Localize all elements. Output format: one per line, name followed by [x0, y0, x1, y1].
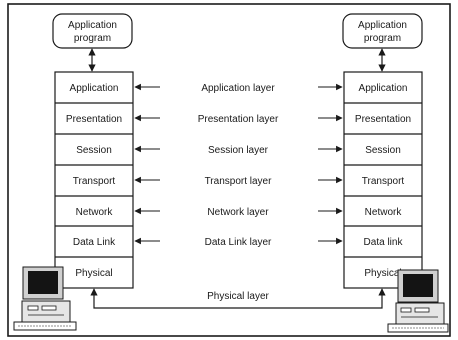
right-layer-network: Network	[365, 207, 403, 218]
right-application-program-box	[342, 13, 423, 49]
right-application-program-line-1: Application	[358, 20, 407, 31]
protocol-label-transport: Transport layer	[205, 176, 273, 187]
right-stack-frame	[343, 71, 423, 289]
protocol-label-data-link: Data Link layer	[205, 237, 272, 248]
left-application-program-line-2: program	[74, 33, 111, 44]
right-computer-icon	[387, 269, 449, 333]
right-layer-presentation: Presentation	[355, 114, 411, 125]
left-layer-transport: Transport	[73, 176, 116, 187]
right-layer-data-link: Data link	[364, 237, 404, 248]
diagram-border	[7, 3, 451, 337]
left-application-program-line-1: Application	[68, 20, 117, 31]
protocol-label-presentation: Presentation layer	[198, 114, 279, 125]
left-layer-stack: Application Presentation Session Transpo…	[54, 71, 134, 289]
right-layer-application: Application	[359, 83, 408, 94]
left-layer-session: Session	[76, 145, 112, 156]
protocol-label-network: Network layer	[207, 207, 269, 218]
left-stack-frame	[54, 71, 134, 289]
left-computer-icon	[13, 266, 77, 331]
left-layer-application: Application	[70, 83, 119, 94]
left-layer-network: Network	[76, 207, 114, 218]
left-application-program-box	[52, 13, 133, 49]
physical-link-line	[90, 288, 386, 309]
right-layer-stack: Application Presentation Session Transpo…	[343, 71, 423, 289]
right-layer-session: Session	[365, 145, 401, 156]
physical-layer-label: Physical layer	[207, 291, 269, 302]
left-application-program: Application program	[52, 13, 133, 49]
right-application-program-line-2: program	[364, 33, 401, 44]
right-layer-transport: Transport	[362, 176, 405, 187]
peer-protocol-links: Application layer Presentation layer Ses…	[134, 83, 343, 248]
left-layer-physical: Physical	[75, 268, 112, 279]
protocol-label-session: Session layer	[208, 145, 269, 156]
right-application-program: Application program	[342, 13, 423, 49]
left-layer-data-link: Data Link	[73, 237, 116, 248]
right-layer-physical: Physical	[364, 268, 401, 279]
left-layer-presentation: Presentation	[66, 114, 122, 125]
protocol-label-application: Application layer	[201, 83, 275, 94]
